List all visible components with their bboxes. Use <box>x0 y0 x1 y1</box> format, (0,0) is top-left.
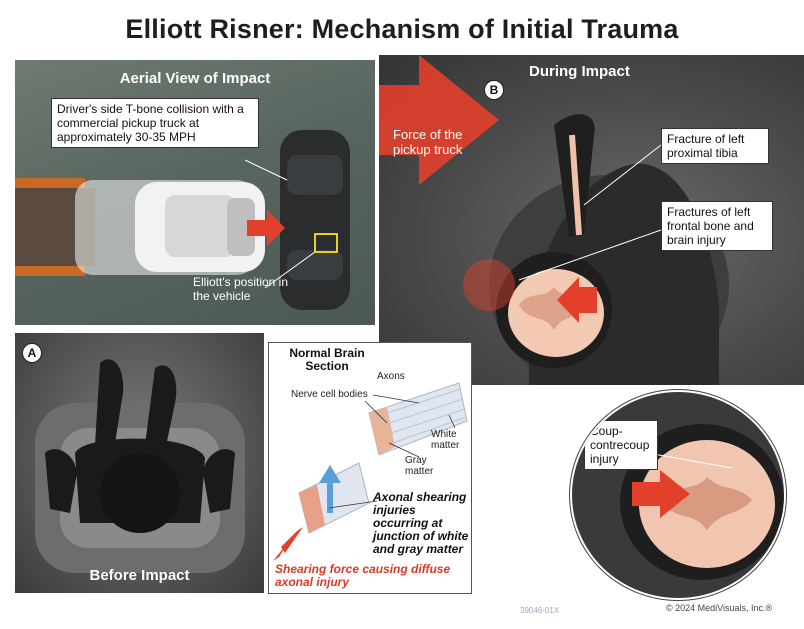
during-impact-heading: During Impact <box>529 63 630 80</box>
blue-shear-arrow <box>319 465 341 513</box>
position-label: Elliott's position in the vehicle <box>193 275 289 303</box>
red-shear-arrow <box>273 541 289 561</box>
page-title: Elliott Risner: Mechanism of Initial Tra… <box>125 14 679 44</box>
badge-c: C <box>586 396 606 416</box>
coup-contrecoup-label: Coup-contrecoup injury <box>584 420 658 470</box>
gray-matter-label: Gray matter <box>405 455 434 477</box>
white-matter-label: White matter <box>431 429 460 451</box>
axonal-shearing-text: Axonal shearing injuries occurring at ju… <box>373 490 469 556</box>
coup-illustration <box>620 424 784 580</box>
frontal-fracture-label: Fractures of left frontal bone and brain… <box>661 201 773 251</box>
aerial-heading: Aerial View of Impact <box>119 70 271 87</box>
copyright: © 2024 MediVisuals, Inc.® <box>666 603 773 613</box>
axons-label: Axons <box>377 371 405 382</box>
brain-section-illustration <box>273 382 468 561</box>
figure-code: 39046-01X <box>520 606 560 615</box>
before-impact-panel: A Before Impact <box>15 333 264 593</box>
head-silhouette-before <box>100 453 180 533</box>
nerve-cell-bodies-label: Nerve cell bodies <box>291 389 368 400</box>
tibia-fracture-label: Fracture of left proximal tibia <box>661 128 769 164</box>
brain-section-panel: Normal Brain Section Axons Nerve cell bo… <box>268 342 472 594</box>
position-highlight-box <box>314 233 338 253</box>
aerial-illustration <box>15 130 350 310</box>
coup-contrecoup-panel: C Coup-contrecoup injury <box>570 390 786 600</box>
badge-b: B <box>484 80 504 100</box>
coup-impact-arrow <box>632 470 690 518</box>
badge-a: A <box>22 343 42 363</box>
force-arrow <box>379 55 499 185</box>
head-impact-arrow <box>557 277 597 323</box>
aerial-view-panel: Aerial View of Impact Driver's side T-bo… <box>15 60 375 325</box>
collision-description: Driver's side T-bone collision with a co… <box>51 98 259 148</box>
before-impact-heading: Before Impact <box>89 567 190 584</box>
brain-section-heading: Normal Brain Section <box>289 346 365 373</box>
force-label: Force of the pickup truck <box>393 127 463 157</box>
right-leg <box>145 365 177 451</box>
shearing-force-text: Shearing force causing diffuse axonal in… <box>275 562 451 589</box>
during-impact-panel: B During Impact Force of the pickup truc… <box>379 55 804 385</box>
before-illustration <box>35 359 245 573</box>
impact-arrow <box>247 210 285 246</box>
left-leg <box>95 359 124 445</box>
